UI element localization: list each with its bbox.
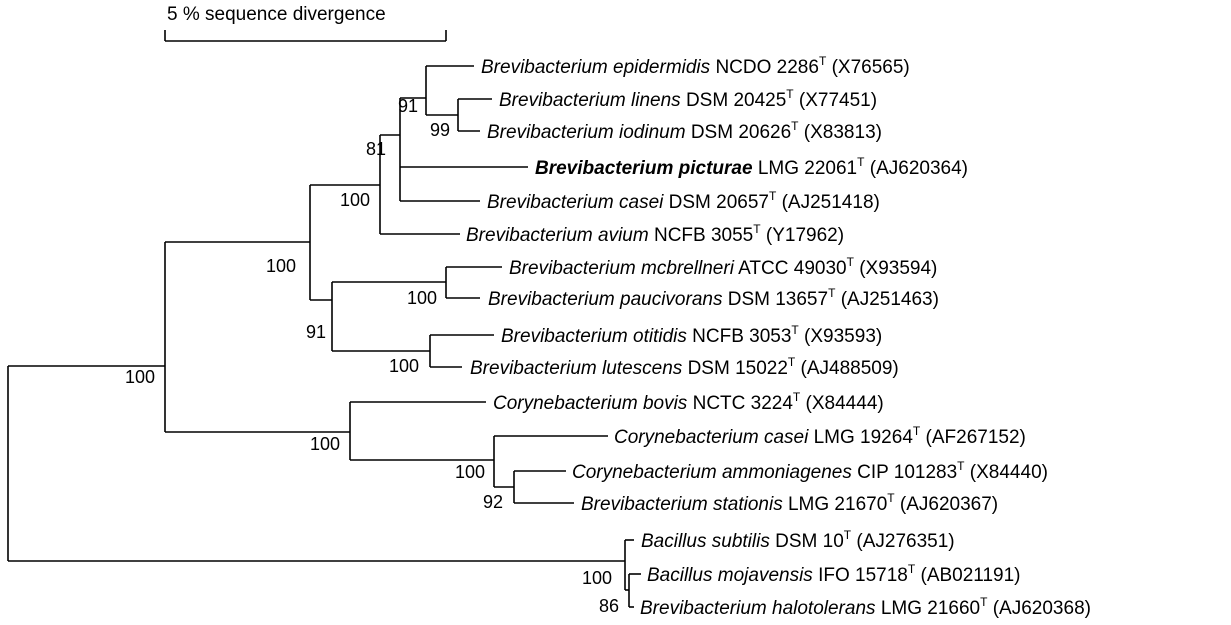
taxon-label: Brevibacterium avium NCFB 3055T (Y17962) [466, 222, 844, 246]
bootstrap-value: 91 [306, 322, 326, 342]
taxon-label: Brevibacterium lutescens DSM 15022T (AJ4… [470, 355, 899, 379]
bootstrap-value: 92 [483, 492, 503, 512]
taxon-label: Bacillus mojavensis IFO 15718T (AB021191… [647, 562, 1021, 586]
bootstrap-value: 86 [599, 596, 619, 616]
bootstrap-value: 100 [455, 462, 485, 482]
taxon-label: Brevibacterium halotolerans LMG 21660T (… [640, 595, 1091, 619]
taxon-label: Corynebacterium bovis NCTC 3224T (X84444… [493, 390, 884, 414]
taxon-label: Corynebacterium ammoniagenes CIP 101283T… [572, 459, 1048, 483]
bootstrap-value: 91 [398, 96, 418, 116]
bootstrap-value: 100 [389, 356, 419, 376]
taxon-labels: Brevibacterium epidermidis NCDO 2286T (X… [466, 54, 1091, 619]
bootstrap-value: 100 [340, 190, 370, 210]
bootstrap-value: 81 [366, 139, 386, 159]
taxon-label: Brevibacterium casei DSM 20657T (AJ25141… [487, 189, 880, 213]
taxon-label: Bacillus subtilis DSM 10T (AJ276351) [641, 528, 955, 552]
scale-bar-label: 5 % sequence divergence [167, 4, 386, 25]
bootstrap-value: 100 [407, 288, 437, 308]
taxon-label-highlighted: Brevibacterium picturae LMG 22061T (AJ62… [535, 155, 968, 179]
bootstrap-value: 99 [430, 120, 450, 140]
taxon-label: Brevibacterium paucivorans DSM 13657T (A… [488, 286, 939, 310]
scale-bar: 5 % sequence divergence [164, 4, 447, 42]
taxon-label: Brevibacterium linens DSM 20425T (X77451… [499, 87, 877, 111]
taxon-label: Corynebacterium casei LMG 19264T (AF2671… [614, 424, 1026, 448]
taxon-label: Brevibacterium iodinum DSM 20626T (X8381… [487, 119, 882, 143]
taxon-label: Brevibacterium epidermidis NCDO 2286T (X… [481, 54, 910, 78]
bootstrap-value: 100 [266, 256, 296, 276]
bootstrap-value: 100 [125, 367, 155, 387]
taxon-label: Brevibacterium stationis LMG 21670T (AJ6… [581, 491, 998, 515]
bootstrap-value: 100 [582, 568, 612, 588]
taxon-label: Brevibacterium otitidis NCFB 3053T (X935… [501, 323, 882, 347]
bootstrap-value: 100 [310, 434, 340, 454]
tree-branches [7, 65, 641, 608]
taxon-label: Brevibacterium mcbrellneri ATCC 49030T (… [509, 255, 937, 279]
bootstrap-values: 91 99 81 100 100 100 91 100 100 100 100 … [125, 96, 619, 616]
